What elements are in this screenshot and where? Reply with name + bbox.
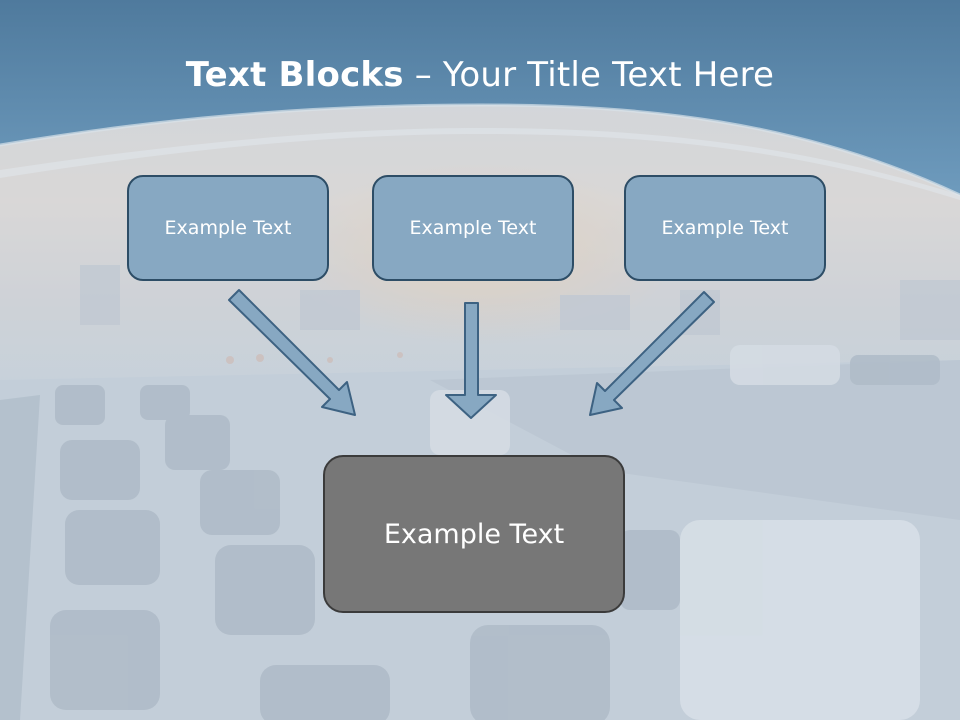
title-bold-part: Text Blocks: [185, 55, 404, 95]
text-block-1-label: Example Text: [164, 217, 292, 239]
text-block-3[interactable]: Example Text: [624, 175, 826, 281]
main-text-block[interactable]: Example Text: [323, 455, 625, 613]
title-rest-part: Your Title Text Here: [442, 55, 775, 95]
text-block-3-label: Example Text: [661, 217, 789, 239]
main-text-block-label: Example Text: [383, 518, 565, 550]
slide-title: Text Blocks – Your Title Text Here: [0, 52, 960, 98]
title-separator: –: [403, 55, 443, 95]
text-block-1[interactable]: Example Text: [127, 175, 329, 281]
text-block-2[interactable]: Example Text: [372, 175, 574, 281]
text-block-2-label: Example Text: [409, 217, 537, 239]
